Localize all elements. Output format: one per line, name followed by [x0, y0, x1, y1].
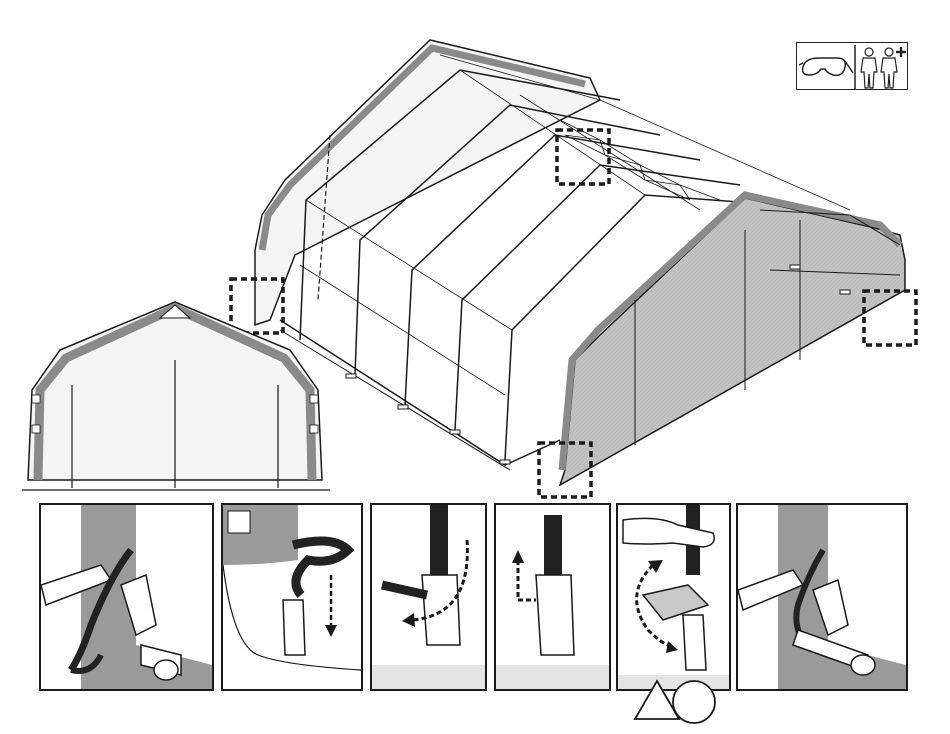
- step-panel-6: [736, 503, 908, 691]
- strap-secured-illustration: [738, 505, 906, 689]
- strap-feed-down-illustration: [223, 505, 361, 689]
- step-panel-5: [616, 503, 731, 691]
- shelter-frame-illustration: [0, 0, 950, 500]
- step-panel-3: [370, 503, 487, 691]
- back-wall-cover: [255, 40, 600, 325]
- ratchet-tighten-illustration: [372, 505, 485, 689]
- step-panel-2: [221, 503, 363, 691]
- step-panel-1: [39, 503, 214, 691]
- front-wall-cover: [560, 198, 905, 485]
- hand-ratchet-crank-illustration: [618, 505, 729, 689]
- callout-ridge: [557, 130, 609, 184]
- step-panel-4: [494, 503, 611, 691]
- strap-threading-start-illustration: [41, 505, 212, 689]
- ratchet-release-illustration: [496, 505, 609, 689]
- info-circle-icon: [671, 679, 717, 725]
